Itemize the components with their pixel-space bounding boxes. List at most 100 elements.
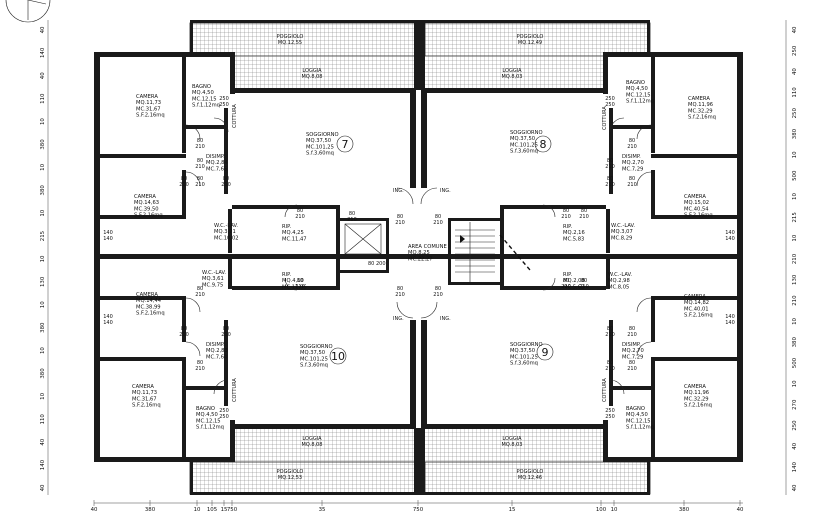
walls (94, 20, 743, 495)
entrance-label: ING. (393, 316, 404, 322)
staircase (455, 222, 531, 282)
dimension-right: 380 (792, 337, 798, 348)
loggia-top-right (425, 56, 605, 89)
dimension-left: 380 (40, 139, 46, 150)
cottura-label: COTTURA (602, 378, 608, 402)
dimension-left: 130 (40, 276, 46, 287)
dimension-right: 250 (792, 45, 798, 56)
dimension-bottom: 100 (596, 507, 607, 513)
dimension-lines (47, 20, 787, 504)
dimension-bottom: 105 (207, 507, 217, 513)
dimension-right: 40 (792, 484, 798, 491)
dimension-right: 215 (792, 212, 798, 222)
dimension-left: 40 (40, 484, 46, 491)
poggiolo-top-right (424, 22, 651, 57)
unit-number-9: 9 (542, 346, 549, 359)
unit-number-10: 10 (331, 350, 345, 363)
cottura-label: COTTURA (602, 106, 608, 130)
loggia-bottom-right (425, 428, 605, 462)
dimension-left: 380 (40, 368, 46, 379)
dimension-bottom: 35 (319, 507, 326, 513)
door-swings (185, 117, 652, 395)
dimension-bottom: 40 (91, 507, 98, 513)
dimension-left: 140 (40, 459, 46, 470)
entrance-label: ING. (440, 316, 451, 322)
dimension-bottom: 750 (413, 507, 424, 513)
north-arrow-icon (5, 0, 51, 23)
dimension-right: 250 (792, 108, 798, 119)
dimension-left: 10 (40, 163, 46, 170)
dimension-right: 270 (792, 399, 798, 410)
dimension-left: 10 (40, 392, 46, 399)
lift-shaft: 80 200 (344, 223, 386, 267)
dimension-left: 110 (40, 93, 46, 104)
unit-number-7: 7 (342, 138, 349, 151)
dimension-left: 10 (40, 209, 46, 216)
dimension-bottom: 40 (737, 507, 744, 513)
dimension-right: 40 (792, 68, 798, 75)
dimension-left: 140 (40, 47, 46, 58)
dimension-right: 40 (792, 442, 798, 449)
dimension-left: 110 (40, 414, 46, 425)
unit-number-8: 8 (540, 138, 547, 151)
entrance-label: ING. (393, 188, 404, 194)
loggia-bottom-left (234, 428, 414, 462)
dimension-bottom: 10 (194, 507, 201, 513)
dimension-bottom: 750 (227, 507, 238, 513)
dimension-right: 10 (792, 234, 798, 241)
dimension-left: 380 (40, 322, 46, 333)
dimension-right: 10 (792, 317, 798, 324)
dimension-left: 380 (40, 185, 46, 196)
dimension-right: 40 (792, 26, 798, 33)
